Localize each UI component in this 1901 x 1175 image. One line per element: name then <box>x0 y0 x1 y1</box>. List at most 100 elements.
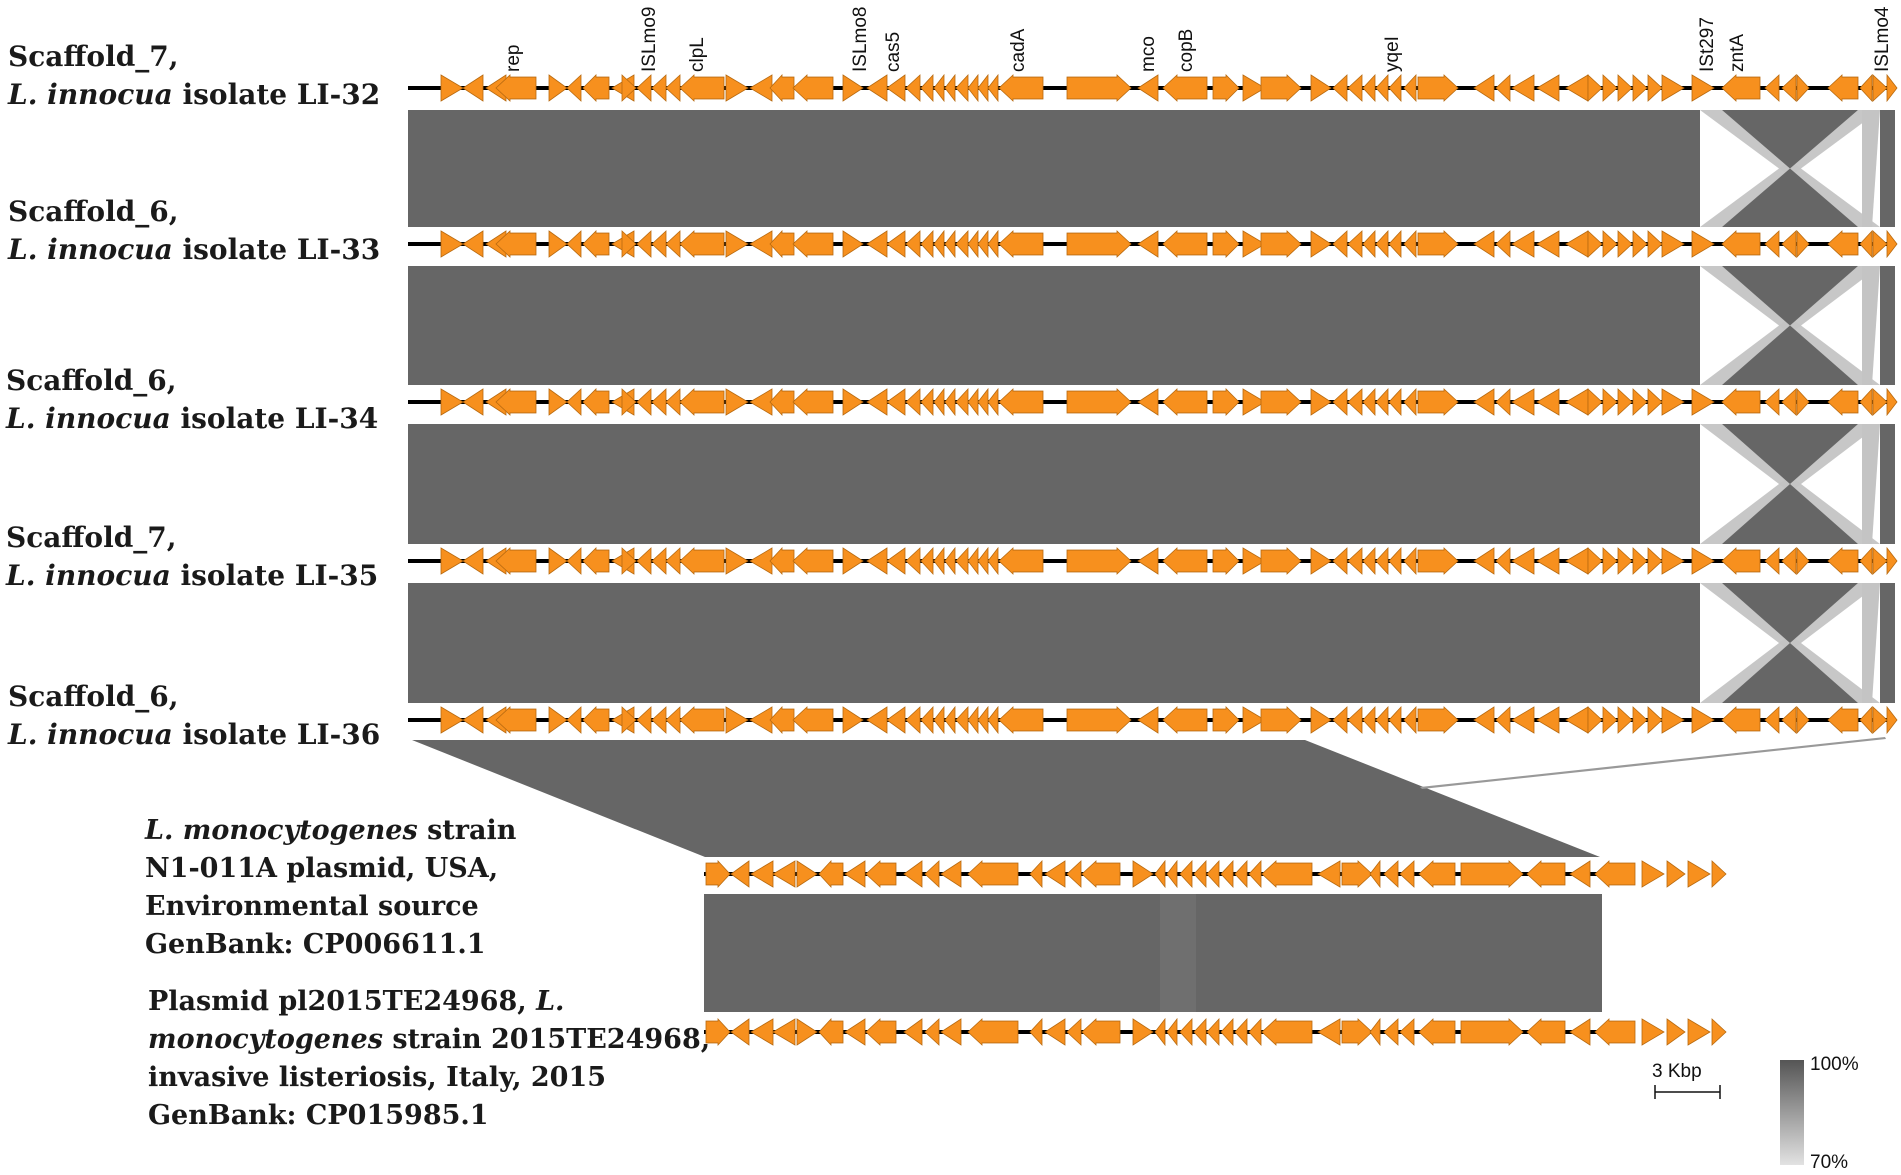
gene-arrow <box>1310 706 1332 734</box>
gene-arrow <box>621 706 637 734</box>
gene-arrow <box>933 705 945 735</box>
gene-label-yqei: yqeI <box>1382 36 1403 72</box>
gene-arrow <box>998 74 1044 102</box>
gene-arrow <box>440 547 464 575</box>
gene-arrow <box>1260 230 1302 258</box>
gene-arrow <box>1796 73 1810 103</box>
homology-band <box>408 110 1700 227</box>
track-scaffold: Scaffold_6, <box>6 364 177 397</box>
gene-arrow <box>1132 1018 1154 1046</box>
gene-arrow <box>1261 1018 1313 1046</box>
gene-arrow <box>1212 547 1240 575</box>
gene-arrow <box>998 706 1044 734</box>
gene-arrow <box>725 547 749 575</box>
gene-arrow <box>772 860 796 888</box>
gene-arrow <box>1332 230 1348 258</box>
gene-arrow <box>440 706 464 734</box>
gene-arrow <box>796 1018 818 1046</box>
gene-arrow <box>905 706 921 734</box>
gene-arrow <box>866 706 888 734</box>
gene-arrow <box>1066 230 1132 258</box>
gene-arrow <box>1460 1018 1524 1046</box>
track-label-li36: Scaffold_6, L. innocua isolate LI-36 <box>8 678 380 754</box>
gene-arrow <box>1206 1017 1220 1047</box>
gene-arrow <box>1565 74 1589 102</box>
gene-arrow <box>967 387 979 417</box>
gene-arrow <box>1632 230 1648 258</box>
gene-arrow <box>1193 1017 1207 1047</box>
gene-arrow <box>944 387 956 417</box>
gene-arrow <box>1403 387 1417 417</box>
track-isolate: isolate LI-33 <box>182 233 381 266</box>
gene-arrow <box>1495 230 1511 258</box>
gene-arrow <box>977 229 989 259</box>
gene-arrow <box>866 74 888 102</box>
gene-arrow <box>1166 1017 1178 1047</box>
ref2-line4: GenBank: CP015985.1 <box>148 1100 489 1131</box>
gene-arrow <box>705 859 731 889</box>
gene-arrow <box>1781 388 1797 416</box>
ref2-line3: invasive listeriosis, Italy, 2015 <box>148 1062 607 1093</box>
gene-arrow <box>1661 706 1685 734</box>
gene-arrow <box>1536 547 1560 575</box>
gene-arrow <box>1066 1018 1082 1046</box>
gene-arrow <box>1066 547 1132 575</box>
gene-arrow <box>1473 547 1495 575</box>
gene-arrow <box>1711 860 1727 888</box>
gene-arrow <box>1317 860 1341 888</box>
gene-arrow <box>955 387 969 417</box>
gene-arrow <box>1473 74 1495 102</box>
gene-label-mco: mco <box>1138 36 1159 72</box>
gene-arrow <box>920 73 934 103</box>
gene-arrow <box>1242 547 1266 575</box>
gene-arrow <box>1859 73 1873 103</box>
gene-arrow <box>1691 388 1715 416</box>
gene-arrow <box>1632 706 1648 734</box>
gene-arrow <box>621 74 637 102</box>
identity-legend: 100% 70% <box>1780 1054 1859 1173</box>
gene-arrow <box>1260 547 1302 575</box>
gene-arrow <box>1220 859 1234 889</box>
gene-arrow <box>651 230 667 258</box>
homology-band <box>408 266 1700 385</box>
gene-arrow <box>1602 74 1618 102</box>
track-isolate: isolate LI-36 <box>182 718 381 751</box>
gene-arrow <box>1137 230 1159 258</box>
homology-band <box>1880 583 1895 703</box>
gene-arrow <box>796 860 818 888</box>
gene-arrow <box>495 230 537 258</box>
gene-arrow <box>1886 229 1898 259</box>
gene-arrow <box>920 387 934 417</box>
gene-arrow <box>1687 860 1711 888</box>
gene-arrow <box>1137 388 1159 416</box>
gene-arrow <box>1179 1017 1193 1047</box>
gene-arrow <box>1711 1018 1727 1046</box>
gene-arrow <box>1781 706 1797 734</box>
reference-label-cp006611: L. monocytogenes strain N1-011A plasmid,… <box>145 812 516 964</box>
gene-arrow <box>955 73 969 103</box>
gene-arrow <box>1044 1018 1066 1046</box>
gene-arrow <box>1248 859 1262 889</box>
gene-arrow <box>1721 74 1761 102</box>
gene-arrow <box>548 706 568 734</box>
gene-arrow <box>987 705 999 735</box>
gene-label-clpl: clpL <box>687 37 708 72</box>
gene-arrow <box>1460 860 1524 888</box>
homology-band <box>1722 168 1858 227</box>
gene-arrow <box>1796 546 1810 576</box>
gene-arrow <box>1162 547 1208 575</box>
gene-arrow <box>1721 706 1761 734</box>
gene-arrow <box>1473 388 1495 416</box>
gene-arrow <box>1886 73 1898 103</box>
gene-arrow <box>1511 74 1535 102</box>
gene-label-islmo9: ISLmo9 <box>639 7 660 72</box>
gene-arrow <box>1162 74 1208 102</box>
gene-arrow <box>1495 74 1511 102</box>
gene-arrow <box>1661 388 1685 416</box>
gene-arrow <box>730 860 750 888</box>
gene-arrow <box>1383 1018 1399 1046</box>
gene-arrow <box>1403 705 1417 735</box>
gene-arrow <box>1341 1018 1373 1046</box>
gene-arrow <box>998 230 1044 258</box>
gene-arrow <box>769 73 795 103</box>
